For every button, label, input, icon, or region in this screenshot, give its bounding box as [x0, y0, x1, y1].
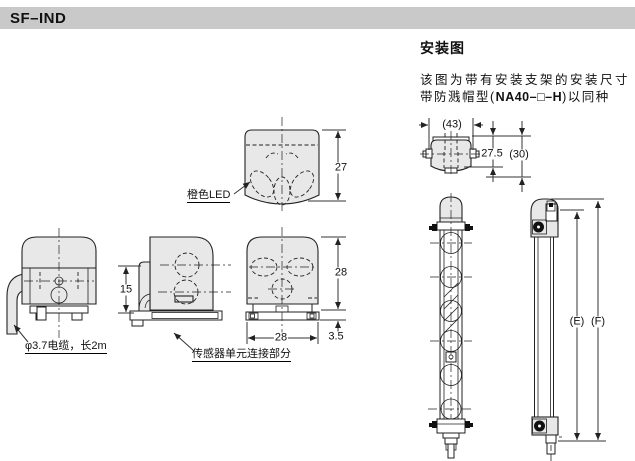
bracket-top-view-drawing [419, 118, 531, 192]
model-number: NA40–□–H [495, 90, 563, 104]
dim-total-length: (F) [589, 315, 607, 328]
dim-front-height: 28 [333, 266, 349, 279]
top-view-drawing [233, 117, 346, 213]
description-line-2-prefix: 带防溅帽型( [420, 90, 496, 104]
sensor-connection-label: 传感器单元连接部分 [192, 348, 291, 363]
column-front-drawing [428, 193, 474, 459]
dim-side-step-height: 15 [118, 283, 134, 296]
dim-beam-length: (E) [568, 315, 586, 328]
dim-bracket-total-height: (30) [508, 148, 530, 161]
cable-label: φ3.7电缆，长2m [25, 340, 107, 355]
side-view-drawing [118, 236, 231, 352]
orange-led-label: 橙色LED [187, 189, 231, 204]
dim-base-height: 3.5 [327, 330, 345, 343]
dim-bracket-height: 27.5 [480, 147, 504, 160]
section-heading: 安装图 [420, 40, 465, 56]
front-view-cable-drawing [6, 228, 97, 343]
dim-front-width: 28 [273, 331, 289, 344]
dim-top-view-height: 27 [333, 161, 349, 174]
column-side-drawing [530, 198, 606, 461]
description-line-2: 带防溅帽型(NA40–□–H)以同种 [420, 86, 610, 105]
description-line-2-suffix: )以同种 [562, 90, 610, 104]
front-view-drawing [245, 227, 346, 346]
page-title: SF–IND [10, 9, 67, 27]
description-line-1: 该图为带有安装支架的安装尺寸 [420, 73, 631, 87]
dim-bracket-width: (43) [441, 118, 463, 131]
header-bar: SF–IND [0, 7, 635, 29]
